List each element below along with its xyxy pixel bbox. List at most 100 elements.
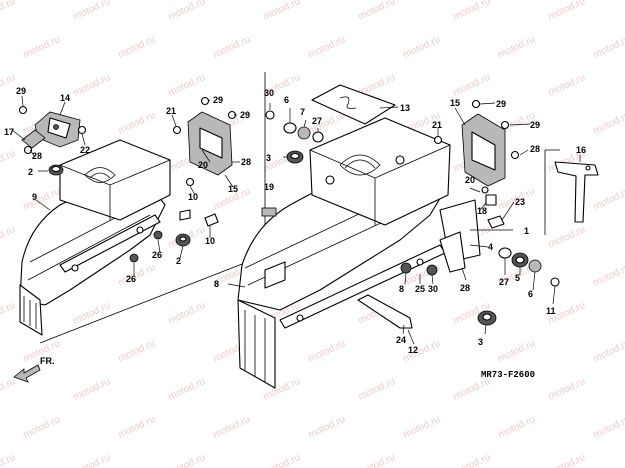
watermark-text: motod.ru xyxy=(592,186,625,213)
callout-left-14: 14 xyxy=(60,93,70,103)
callout-right-23: 23 xyxy=(515,197,525,207)
left-mud-flap xyxy=(19,284,43,336)
watermark-text: motod.ru xyxy=(592,34,625,61)
watermark-text: motod.ru xyxy=(547,224,587,251)
right-inner-fender xyxy=(309,117,451,226)
watermark-text: motod.ru xyxy=(167,72,207,99)
watermark-text: motod.ru xyxy=(72,452,112,468)
watermark-text: motod.ru xyxy=(117,338,157,365)
watermark-text: motod.ru xyxy=(547,452,587,468)
bracket-16 xyxy=(554,161,599,223)
callout-right-4: 4 xyxy=(488,242,493,252)
watermark-text: motod.ru xyxy=(402,34,442,61)
watermark-text: motod.ru xyxy=(0,72,17,99)
callout-right-16: 16 xyxy=(576,145,586,155)
callout-left-9: 9 xyxy=(32,192,37,202)
watermark-text: motod.ru xyxy=(547,72,587,99)
watermark-text: motod.ru xyxy=(72,376,112,403)
watermark-text: motod.ru xyxy=(357,376,397,403)
callout-left-26: 26 xyxy=(126,274,136,284)
callout-right-25: 25 xyxy=(415,284,425,294)
callout-right-8: 8 xyxy=(399,284,404,294)
callout-left-20: 20 xyxy=(198,160,208,170)
callout-left-2: 2 xyxy=(28,167,33,177)
callout-right-27: 27 xyxy=(312,116,322,126)
watermark-text: motod.ru xyxy=(0,452,17,468)
callout-right-27: 27 xyxy=(499,277,509,287)
watermark-text: motod.ru xyxy=(117,262,157,289)
callout-right-30: 30 xyxy=(264,88,274,98)
callout-right-29: 29 xyxy=(496,99,506,109)
callout-right-20: 20 xyxy=(465,175,475,185)
watermark-text: motod.ru xyxy=(117,414,157,441)
right-bolts xyxy=(265,99,560,287)
watermark-text: motod.ru xyxy=(22,34,62,61)
watermark-text: motod.ru xyxy=(117,34,157,61)
watermark-text: motod.ru xyxy=(0,0,17,23)
watermark-text: motod.ru xyxy=(167,0,207,23)
callout-left-29: 29 xyxy=(213,95,223,105)
diagram-code: MR73-F2600 xyxy=(481,370,535,380)
callout-right-18: 18 xyxy=(477,206,487,216)
callout-right-6: 6 xyxy=(528,289,533,299)
watermark-text: motod.ru xyxy=(262,0,302,23)
callout-right-5: 5 xyxy=(515,273,520,283)
callout-left-29: 29 xyxy=(16,86,26,96)
watermark-text: motod.ru xyxy=(307,414,347,441)
watermark-text: motod.ru xyxy=(592,414,625,441)
callout-left-28: 28 xyxy=(32,151,42,161)
watermark-text: motod.ru xyxy=(547,0,587,23)
watermark-text: motod.ru xyxy=(452,452,492,468)
watermark-text: motod.ru xyxy=(0,376,17,403)
right-mud-flap xyxy=(237,299,276,389)
callout-right-6: 6 xyxy=(284,95,289,105)
callout-right-3: 3 xyxy=(478,337,483,347)
callout-left-29: 29 xyxy=(240,110,250,120)
callout-right-12: 12 xyxy=(408,345,418,355)
callout-left-21: 21 xyxy=(166,106,176,116)
callout-left-15: 15 xyxy=(228,184,238,194)
watermark-text: motod.ru xyxy=(262,452,302,468)
callout-right-13: 13 xyxy=(400,103,410,113)
callout-right-3: 3 xyxy=(266,153,271,163)
watermark-text: motod.ru xyxy=(592,338,625,365)
watermark-text: motod.ru xyxy=(72,72,112,99)
watermark-text: motod.ru xyxy=(212,414,252,441)
right-assembly xyxy=(237,84,599,389)
left-inner-fender xyxy=(59,139,171,221)
watermark-text: motod.ru xyxy=(452,376,492,403)
watermark-text: motod.ru xyxy=(497,338,537,365)
callout-left-10: 10 xyxy=(205,236,215,246)
watermark-text: motod.ru xyxy=(117,110,157,137)
watermark-text: motod.ru xyxy=(592,262,625,289)
callout-left-2: 2 xyxy=(176,256,181,266)
watermark-text: motod.ru xyxy=(22,414,62,441)
callout-right-15: 15 xyxy=(450,98,460,108)
callout-left-17: 17 xyxy=(4,127,14,137)
watermark-text: motod.ru xyxy=(497,414,537,441)
watermark-text: motod.ru xyxy=(402,414,442,441)
watermark-text: motod.ru xyxy=(167,452,207,468)
watermark-text: motod.ru xyxy=(307,34,347,61)
watermark-text: motod.ru xyxy=(592,110,625,137)
callout-right-19: 19 xyxy=(264,182,274,192)
callout-left-10: 10 xyxy=(188,192,198,202)
front-direction-arrow: FR. xyxy=(13,356,55,383)
callout-left-26: 26 xyxy=(152,250,162,260)
callout-right-8: 8 xyxy=(214,279,219,289)
callout-right-28: 28 xyxy=(460,283,470,293)
watermark-text: motod.ru xyxy=(547,376,587,403)
watermark-text: motod.ru xyxy=(0,148,17,175)
watermark-text: motod.ru xyxy=(357,0,397,23)
part-19 xyxy=(261,207,277,217)
left-assembly xyxy=(18,72,266,344)
callout-right-21: 21 xyxy=(432,120,442,130)
callout-right-24: 24 xyxy=(396,335,406,345)
callout-right-30: 30 xyxy=(428,284,438,294)
callout-right-29: 29 xyxy=(530,120,540,130)
callout-right-11: 11 xyxy=(546,306,556,316)
watermark-text: motod.ru xyxy=(167,300,207,327)
